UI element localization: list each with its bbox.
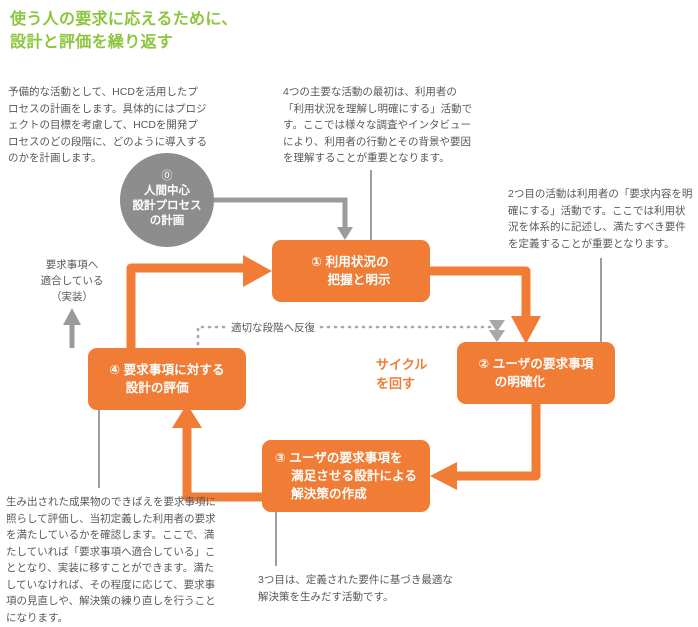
step-4-label: ④ 要求事項に対する 設計の評価 [109,362,225,395]
diagram-canvas: 使う人の要求に応えるために、 設計と評価を繰り返す [6,11,693,624]
note-top-center: 4つの主要な活動の最初は、利用者の「利用状況を理解し明確にする」活動です。ここで… [283,86,473,165]
connector-plan-to-step1 [214,197,353,240]
note-bottom-center: 3つ目は、定義された要件に基づき最適な解決策を生みだす活動です。 [258,574,453,603]
exit-conformance-label: 要求事項へ 適合している （実装） [40,259,104,303]
step-1-label: ① 利用状況の 把握と明示 [311,254,391,287]
node-step-3[interactable]: ③ ユーザの要求事項を 満足させる設計による 解決策の作成 [262,440,430,512]
cycle-label: サイクル を回す [376,357,428,391]
connector-step1-to-step2 [430,266,541,344]
iterate-label: 適切な段階へ反復 [228,320,318,335]
step-2-label: ② ユーザの要求事項 の明確化 [478,356,594,389]
note-top-left: 予備的な活動として、HCDを活用したプロセスの計画をします。具体的にはプロジェク… [8,86,208,165]
note-bottom-left: 生み出された成果物のできばえを要求事項に照らして評価し、当初定義した利用者の要求… [6,496,216,625]
plan-node-number: ⓪ [161,170,173,183]
chevron-into-step2 [489,330,505,342]
connector-step4-to-step1 [126,255,272,348]
connector-exit-conformance [63,308,81,348]
connector-step2-to-step3 [430,404,541,490]
page-title: 使う人の要求に応えるために、 設計と評価を繰り返す [10,11,238,52]
note-top-right: 2つ目の活動は利用者の「要求内容を明確にする」活動です。ここでは利用状況を体系的… [508,188,693,250]
connector-layer [63,170,604,566]
node-step-1[interactable]: ① 利用状況の 把握と明示 [272,240,430,302]
connector-step3-to-step4 [172,404,262,502]
plan-node-label: 人間中心 設計プロセス の計画 [132,185,202,227]
node-plan-hcd-process[interactable]: ⓪ 人間中心 設計プロセス の計画 [120,153,214,247]
node-step-2[interactable]: ② ユーザの要求事項 の明確化 [457,342,615,404]
step-3-label: ③ ユーザの要求事項を 満足させる設計による 解決策の作成 [274,450,418,502]
node-step-4[interactable]: ④ 要求事項に対する 設計の評価 [88,348,246,410]
